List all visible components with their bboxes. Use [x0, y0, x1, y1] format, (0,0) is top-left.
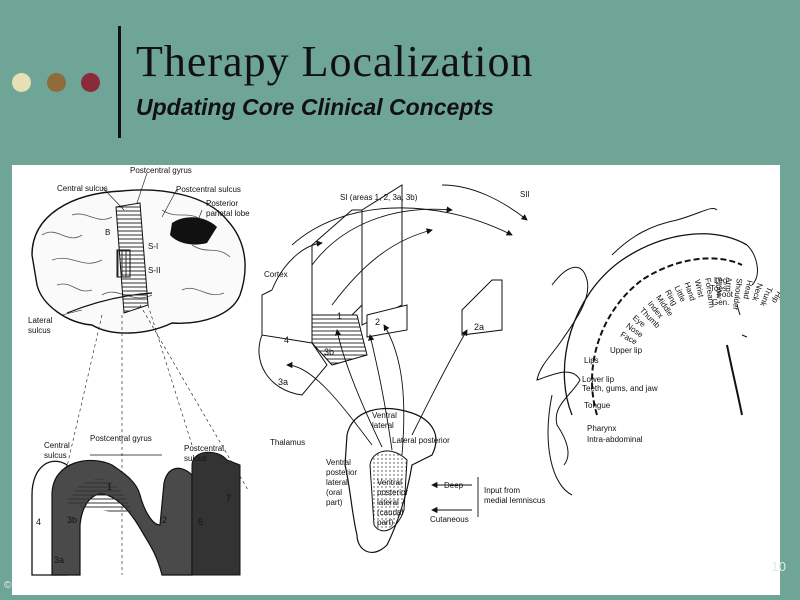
- homunculus-label-arm: Arm: [724, 277, 734, 292]
- label-vpl-oral-3: lateral: [326, 478, 348, 487]
- sensory-homunculus: [536, 207, 758, 496]
- label-postcentral-gyrus: Postcentral gyrus: [130, 166, 192, 175]
- homunculus-label-elbow: Elbow: [714, 277, 724, 299]
- label-input-from: Input from: [484, 486, 520, 495]
- label-lateral: Lateral: [28, 316, 53, 325]
- footer-copyright: ©: [4, 580, 12, 591]
- label-vpl-oral-2: posterior: [326, 468, 357, 477]
- label-teeth-gums-jaw: Teeth, gums, and jaw: [582, 384, 658, 393]
- label-pathway-4: 4: [284, 335, 289, 345]
- label-lips: Lips: [584, 356, 599, 365]
- label-thalamus: Thalamus: [270, 438, 305, 447]
- label-lower-lip: Lower lip: [582, 375, 615, 384]
- label-vpl-oral-4: (oral: [326, 488, 342, 497]
- label-vpl-caudal-2: posterior: [377, 488, 408, 497]
- somatosensory-figure: Postcentral gyrus Central sulcus Postcen…: [12, 165, 780, 595]
- label-area-3a: 3a: [54, 555, 64, 565]
- label-upper-lip: Upper lip: [610, 346, 643, 355]
- label-area-1: 1: [107, 482, 112, 492]
- label-pathway-3b: 3b: [324, 347, 334, 357]
- homunculus-label-shoulder: Shoulder: [731, 278, 744, 311]
- label-postcentral-sulcus: Postcentral sulcus: [176, 185, 241, 194]
- label-deep: Deep: [444, 481, 464, 490]
- label-cutaneous: Cutaneous: [430, 515, 469, 524]
- label-leg: Leg: [714, 276, 727, 285]
- homunculus-label-head: Head: [741, 279, 754, 300]
- label-vpl-caudal-1: Ventral: [377, 478, 402, 487]
- label-si-areas: SI (areas 1, 2, 3a, 3b): [340, 193, 418, 202]
- label-pathway-2: 2: [375, 317, 380, 327]
- title-divider: [118, 26, 121, 138]
- label-vpl-oral-1: Ventral: [326, 458, 351, 467]
- label-cortex: Cortex: [264, 270, 288, 279]
- label-postcentral: Postcentral: [184, 444, 224, 453]
- label-sulcus-3: sulcus: [184, 454, 207, 463]
- label-medial-lemniscus: medial lemniscus: [484, 496, 545, 505]
- label-area-3b: 3b: [67, 515, 77, 525]
- decorative-dot-maroon: [81, 73, 100, 92]
- label-b: B: [105, 228, 110, 237]
- label-area-5: 5: [198, 517, 203, 527]
- label-pathway-1: 1: [337, 311, 342, 321]
- slide-number: 10: [771, 559, 786, 574]
- label-pathway-2a: 2a: [474, 322, 484, 332]
- label-intra-abdominal: Intra-abdominal: [587, 435, 643, 444]
- label-area-7: 7: [226, 493, 231, 503]
- homunculus-label-wrist: Wrist: [693, 279, 706, 299]
- label-lateral-2: lateral: [372, 421, 394, 430]
- label-sii-2: SII: [520, 190, 530, 199]
- label-central: Central: [44, 441, 70, 450]
- homunculus-label-hip: Hip: [770, 290, 780, 305]
- homunculus-label-forearm: Forearm: [703, 277, 716, 309]
- figure-drawing: Postcentral gyrus Central sulcus Postcen…: [28, 166, 780, 576]
- decorative-dot-cream: [12, 73, 31, 92]
- label-vpl-caudal-3: lateral: [377, 498, 399, 507]
- cortex-section: [31, 451, 241, 576]
- label-posterior: Posterior: [206, 199, 238, 208]
- label-ventral: Ventral: [372, 411, 397, 420]
- label-gen: Gen.: [712, 298, 729, 307]
- label-pathway-3a: 3a: [278, 377, 288, 387]
- label-toes: Toes: [710, 284, 727, 293]
- label-pharynx: Pharynx: [587, 424, 616, 433]
- label-sulcus: sulcus: [28, 326, 51, 335]
- label-sulcus-2: sulcus: [44, 451, 67, 460]
- pathway-diagram: [258, 184, 528, 553]
- label-vpl-oral-5: part): [326, 498, 343, 507]
- label-vpl-caudal-5: part): [377, 518, 394, 527]
- label-si: S-I: [148, 242, 158, 251]
- slide-title: Therapy Localization: [136, 37, 534, 86]
- label-postcentral-gyrus-2: Postcentral gyrus: [90, 434, 152, 443]
- label-sii: S-II: [148, 266, 160, 275]
- label-parietal-lobe: parietal lobe: [206, 209, 250, 218]
- label-vpl-caudal-4: (caudal: [377, 508, 403, 517]
- slide-subtitle: Updating Core Clinical Concepts: [136, 94, 494, 120]
- label-central-sulcus: Central sulcus: [57, 184, 108, 193]
- brain-lateral-view: [31, 189, 246, 334]
- label-area-4: 4: [36, 517, 41, 527]
- label-foot: Foot: [717, 290, 734, 299]
- label-lateral-posterior: Lateral posterior: [392, 436, 450, 445]
- decorative-dot-brown: [47, 73, 66, 92]
- label-tongue: Tongue: [584, 401, 611, 410]
- label-area-2: 2: [162, 515, 167, 525]
